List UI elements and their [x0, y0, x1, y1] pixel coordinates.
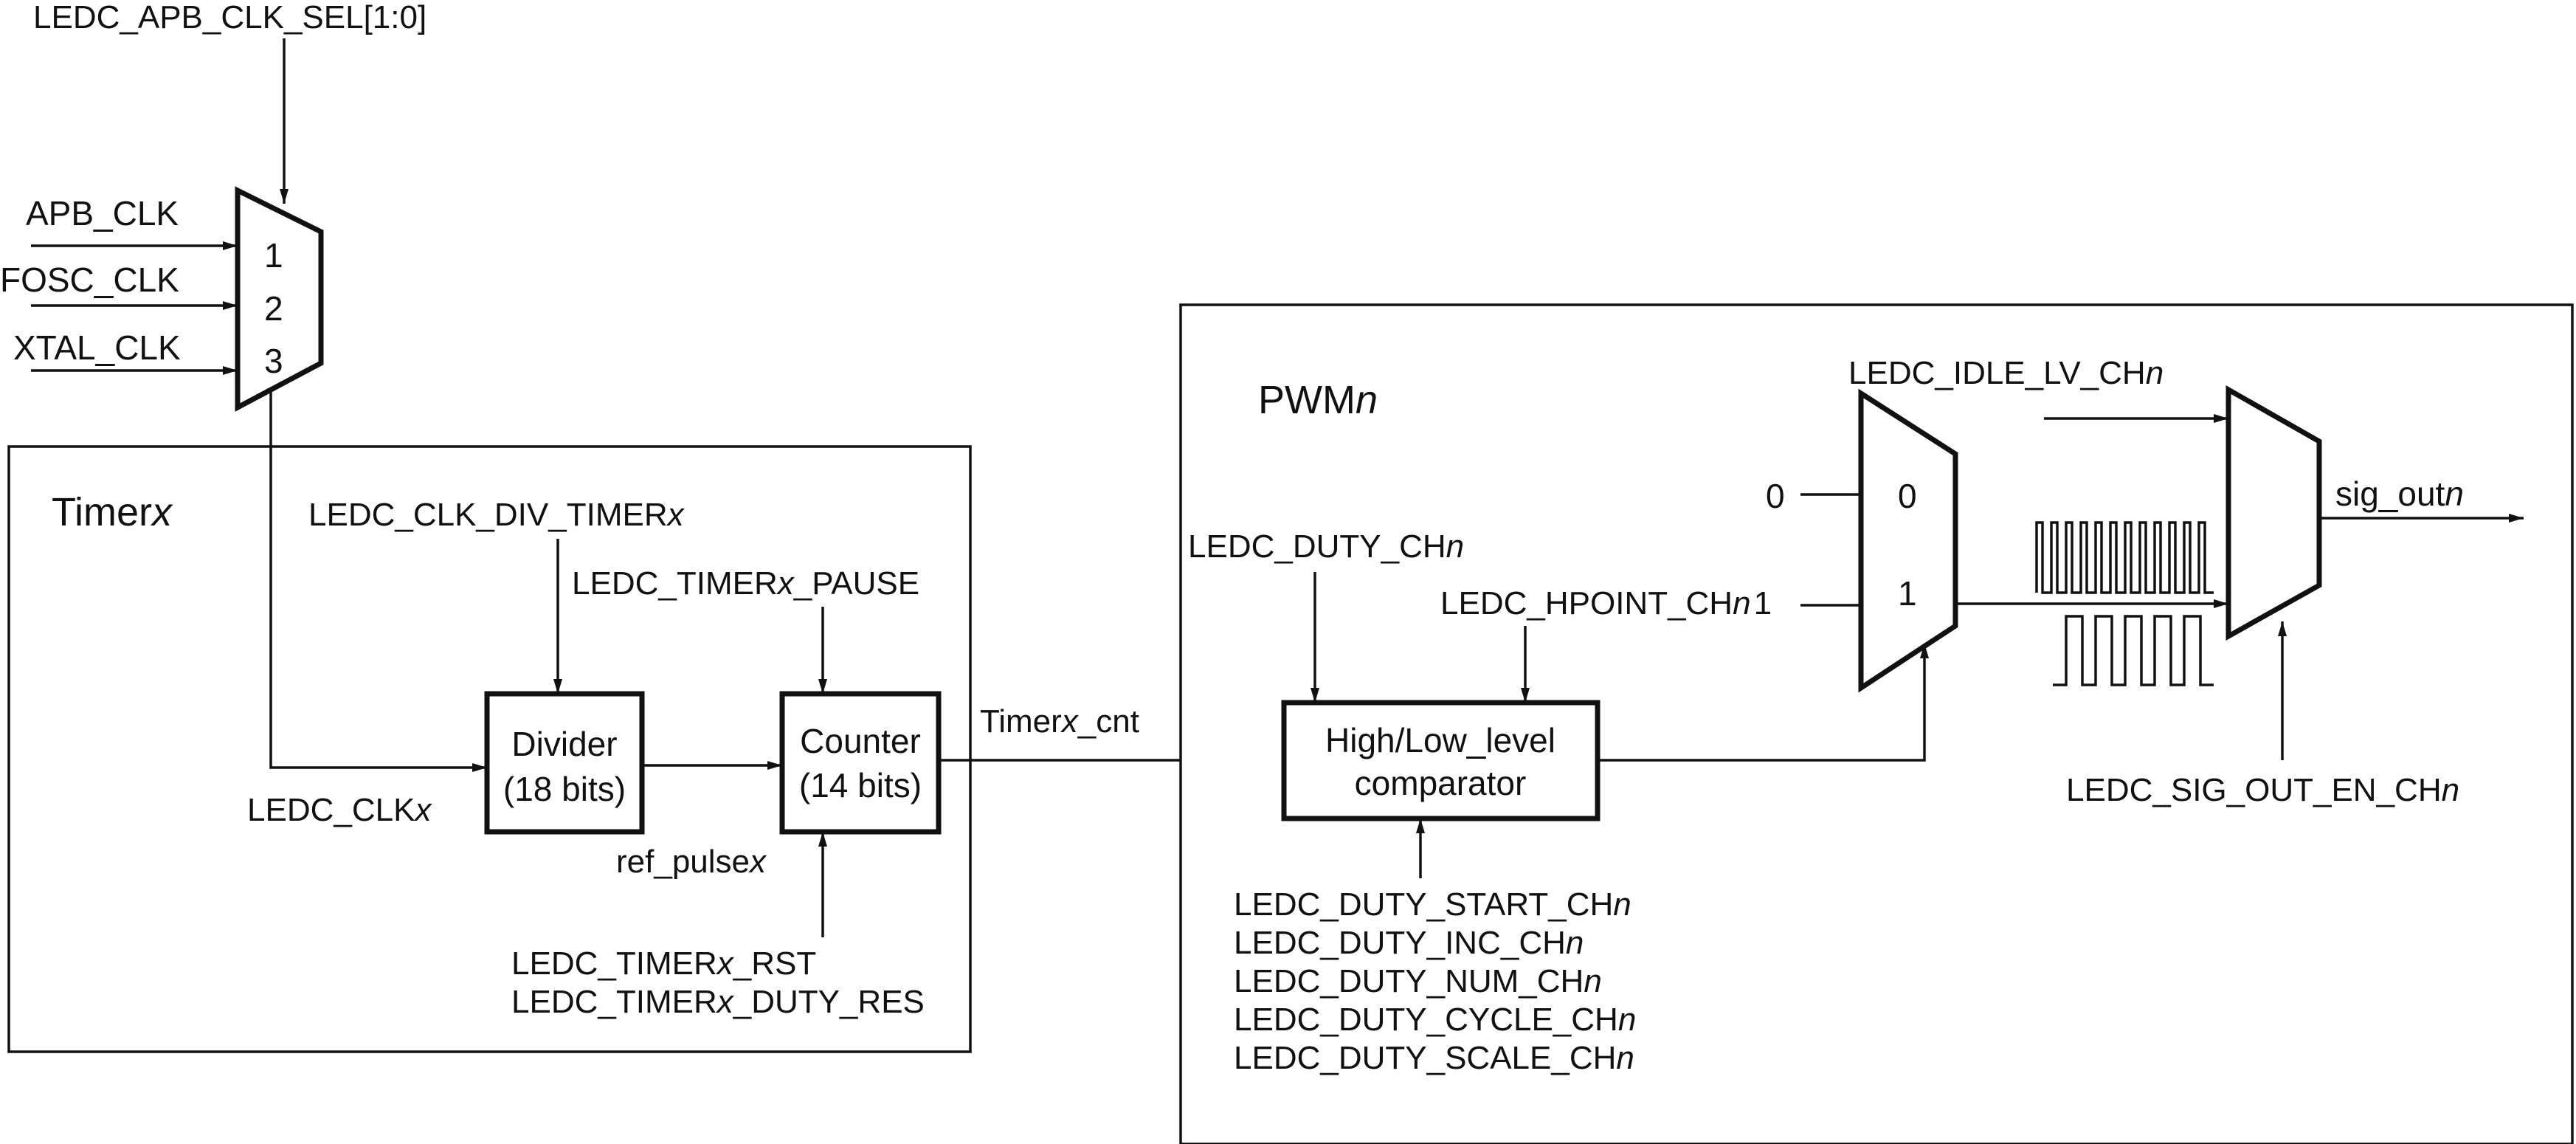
comparator-block [1281, 700, 1600, 821]
svg-text:Timerx: Timerx [52, 490, 173, 534]
svg-text:LEDC_DUTY_START_CHn: LEDC_DUTY_START_CHn [1234, 886, 1631, 923]
svg-text:LEDC_TIMERx_PAUSE: LEDC_TIMERx_PAUSE [572, 565, 919, 602]
ref-pulse-label: ref_pulsex [616, 844, 767, 880]
divider-label: Divider [511, 725, 617, 763]
comparator-out-wire [1598, 644, 1929, 762]
sig-out-label: sig_outn [2335, 475, 2464, 513]
svg-text:ref_pulsex: ref_pulsex [616, 844, 767, 880]
sig-out-en-label: LEDC_SIG_OUT_EN_CHn [2066, 772, 2459, 808]
divider-bits-label: (18 bits) [503, 770, 626, 808]
idle-level-label: LEDC_IDLE_LV_CHn [1848, 355, 2164, 391]
svg-text:LEDC_TIMERx_RST: LEDC_TIMERx_RST [511, 945, 816, 982]
output-enable-mux [2225, 385, 2322, 641]
waveform-lower [2053, 615, 2214, 686]
timer-rst-label: LEDC_TIMERx_RST [511, 945, 816, 982]
counter-bits-label: (14 bits) [799, 766, 922, 804]
svg-text:PWMn: PWMn [1258, 378, 1378, 422]
clock-mux-port-2: 2 [264, 289, 283, 328]
svg-text:LEDC_DUTY_CHn: LEDC_DUTY_CHn [1188, 528, 1464, 565]
divider-block [484, 691, 645, 835]
counter-block [779, 691, 942, 835]
clock-mux-port-1: 1 [264, 236, 283, 275]
comparator-label: High/Low_level [1325, 721, 1555, 759]
ledc-clk-label: LEDC_CLKx [247, 792, 432, 828]
duty-cycle-label: LEDC_DUTY_CYCLE_CHn [1234, 1002, 1636, 1038]
svg-text:sig_outn: sig_outn [2335, 475, 2464, 513]
clock-select-label: LEDC_APB_CLK_SEL[1:0] [33, 0, 427, 35]
ledc-clk-wire [269, 391, 487, 772]
fosc-clk-label: FOSC_CLK [0, 261, 179, 299]
svg-text:LEDC_DUTY_INC_CHn: LEDC_DUTY_INC_CHn [1234, 925, 1584, 961]
duty-scale-label: LEDC_DUTY_SCALE_CHn [1234, 1040, 1634, 1076]
mux1-const-input: 0 [1766, 477, 1785, 515]
mux1-port-1: 1 [1898, 574, 1917, 613]
svg-text:LEDC_HPOINT_CHn1: LEDC_HPOINT_CHn1 [1440, 585, 1772, 621]
timer-title: Timerx [52, 490, 173, 534]
comparator-label-2: comparator [1355, 764, 1527, 802]
counter-label: Counter [800, 722, 921, 760]
svg-text:LEDC_TIMERx_DUTY_RES: LEDC_TIMERx_DUTY_RES [511, 984, 925, 1020]
clk-div-label: LEDC_CLK_DIV_TIMERx [308, 497, 686, 533]
output-select-mux [1858, 388, 1958, 693]
timer-cnt-label: Timerx_cnt [980, 703, 1139, 740]
mux1-port-0: 0 [1898, 477, 1917, 515]
svg-text:LEDC_DUTY_SCALE_CHn: LEDC_DUTY_SCALE_CHn [1234, 1040, 1634, 1076]
apb-clk-label: APB_CLK [26, 194, 179, 232]
duty-inc-label: LEDC_DUTY_INC_CHn [1234, 925, 1584, 961]
duty-label: LEDC_DUTY_CHn [1188, 528, 1464, 565]
svg-text:LEDC_DUTY_NUM_CHn: LEDC_DUTY_NUM_CHn [1234, 963, 1602, 999]
waveform-upper [2035, 521, 2214, 594]
svg-text:LEDC_CLK_DIV_TIMERx: LEDC_CLK_DIV_TIMERx [308, 497, 686, 533]
timer-duty-res-label: LEDC_TIMERx_DUTY_RES [511, 984, 925, 1020]
pwm-title: PWMn [1258, 378, 1378, 422]
svg-text:LEDC_SIG_OUT_EN_CHn: LEDC_SIG_OUT_EN_CHn [2066, 772, 2459, 808]
timer-pause-label: LEDC_TIMERx_PAUSE [572, 565, 919, 602]
svg-text:LEDC_DUTY_CYCLE_CHn: LEDC_DUTY_CYCLE_CHn [1234, 1002, 1636, 1038]
clock-select-mux [235, 186, 324, 412]
svg-text:Timerx_cnt: Timerx_cnt [980, 703, 1139, 740]
duty-num-label: LEDC_DUTY_NUM_CHn [1234, 963, 1602, 999]
svg-text:LEDC_APB_CLK_SEL[1:0]: LEDC_APB_CLK_SEL[1:0] [33, 0, 427, 35]
svg-text:LEDC_CLKx: LEDC_CLKx [247, 792, 432, 828]
xtal-clk-label: XTAL_CLK [13, 328, 181, 367]
svg-text:LEDC_IDLE_LV_CHn: LEDC_IDLE_LV_CHn [1848, 355, 2164, 391]
hpoint-label: LEDC_HPOINT_CHn1 [1440, 585, 1772, 621]
clock-mux-port-3: 3 [264, 342, 283, 380]
duty-start-label: LEDC_DUTY_START_CHn [1234, 886, 1631, 923]
